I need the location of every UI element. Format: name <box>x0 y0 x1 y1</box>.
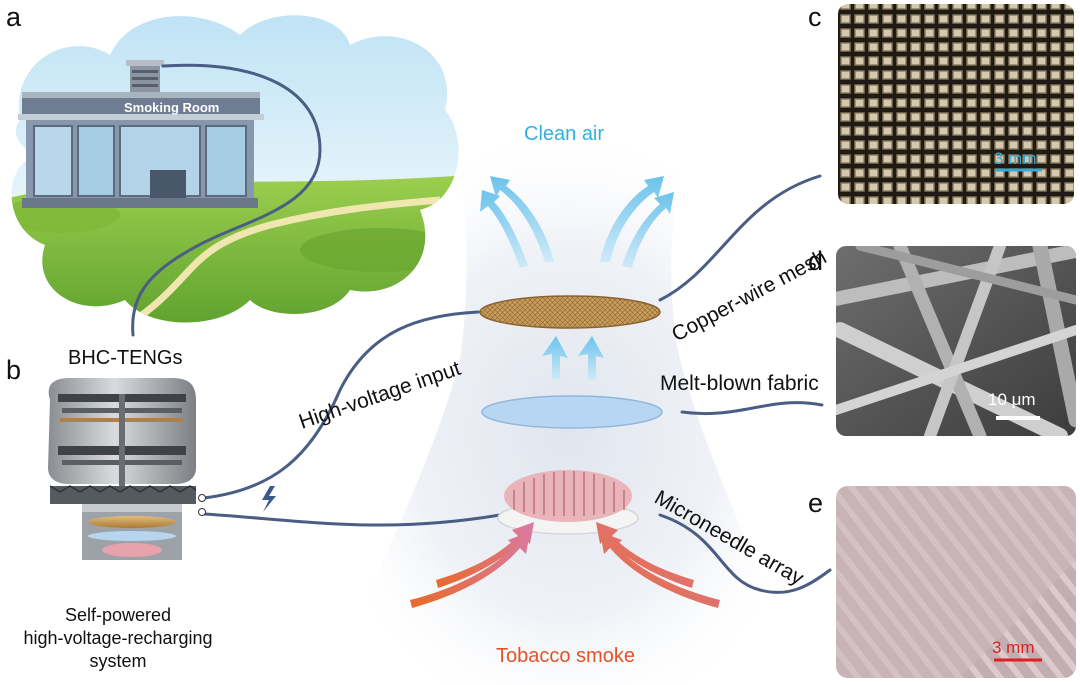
teng-caption-line3: system <box>89 651 147 671</box>
panel-label-a: a <box>6 2 22 32</box>
panel-label-c: c <box>808 2 822 32</box>
panel-c-micrograph <box>838 4 1074 204</box>
smoking-room-scene <box>11 15 459 323</box>
scale-label-d: 10 μm <box>988 390 1036 409</box>
microneedle-array-layer <box>497 470 639 535</box>
clean-air-arrows <box>480 176 674 380</box>
teng-caption: Self-powered high-voltage-recharging sys… <box>18 604 218 673</box>
lightning-icon <box>262 486 276 512</box>
smoking-room-building <box>18 60 264 208</box>
scale-label-e: 3 mm <box>992 638 1035 657</box>
panel-label-d: d <box>808 246 824 276</box>
tobacco-smoke-label: Tobacco smoke <box>496 645 635 667</box>
bhc-teng-device <box>48 378 206 560</box>
tobacco-smoke-arrows <box>410 522 720 608</box>
panel-label-e: e <box>808 488 824 518</box>
clean-air-label: Clean air <box>524 123 605 145</box>
melt-blown-fabric-label: Melt-blown fabric <box>660 372 819 395</box>
teng-caption-line1: Self-powered <box>64 605 172 625</box>
teng-title: BHC-TENGs <box>68 347 183 369</box>
teng-caption-line2: high-voltage-recharging <box>23 628 213 648</box>
panel-label-b: b <box>6 355 22 385</box>
copper-wire-mesh-layer <box>479 295 661 329</box>
panel-d-micrograph <box>836 246 1076 436</box>
melt-blown-fabric-layer <box>481 395 663 429</box>
panel-e-micrograph <box>836 486 1076 678</box>
scale-label-c: 3 mm <box>994 149 1037 168</box>
smoking-room-sign: Smoking Room <box>124 100 220 115</box>
connection-wires <box>131 63 832 594</box>
